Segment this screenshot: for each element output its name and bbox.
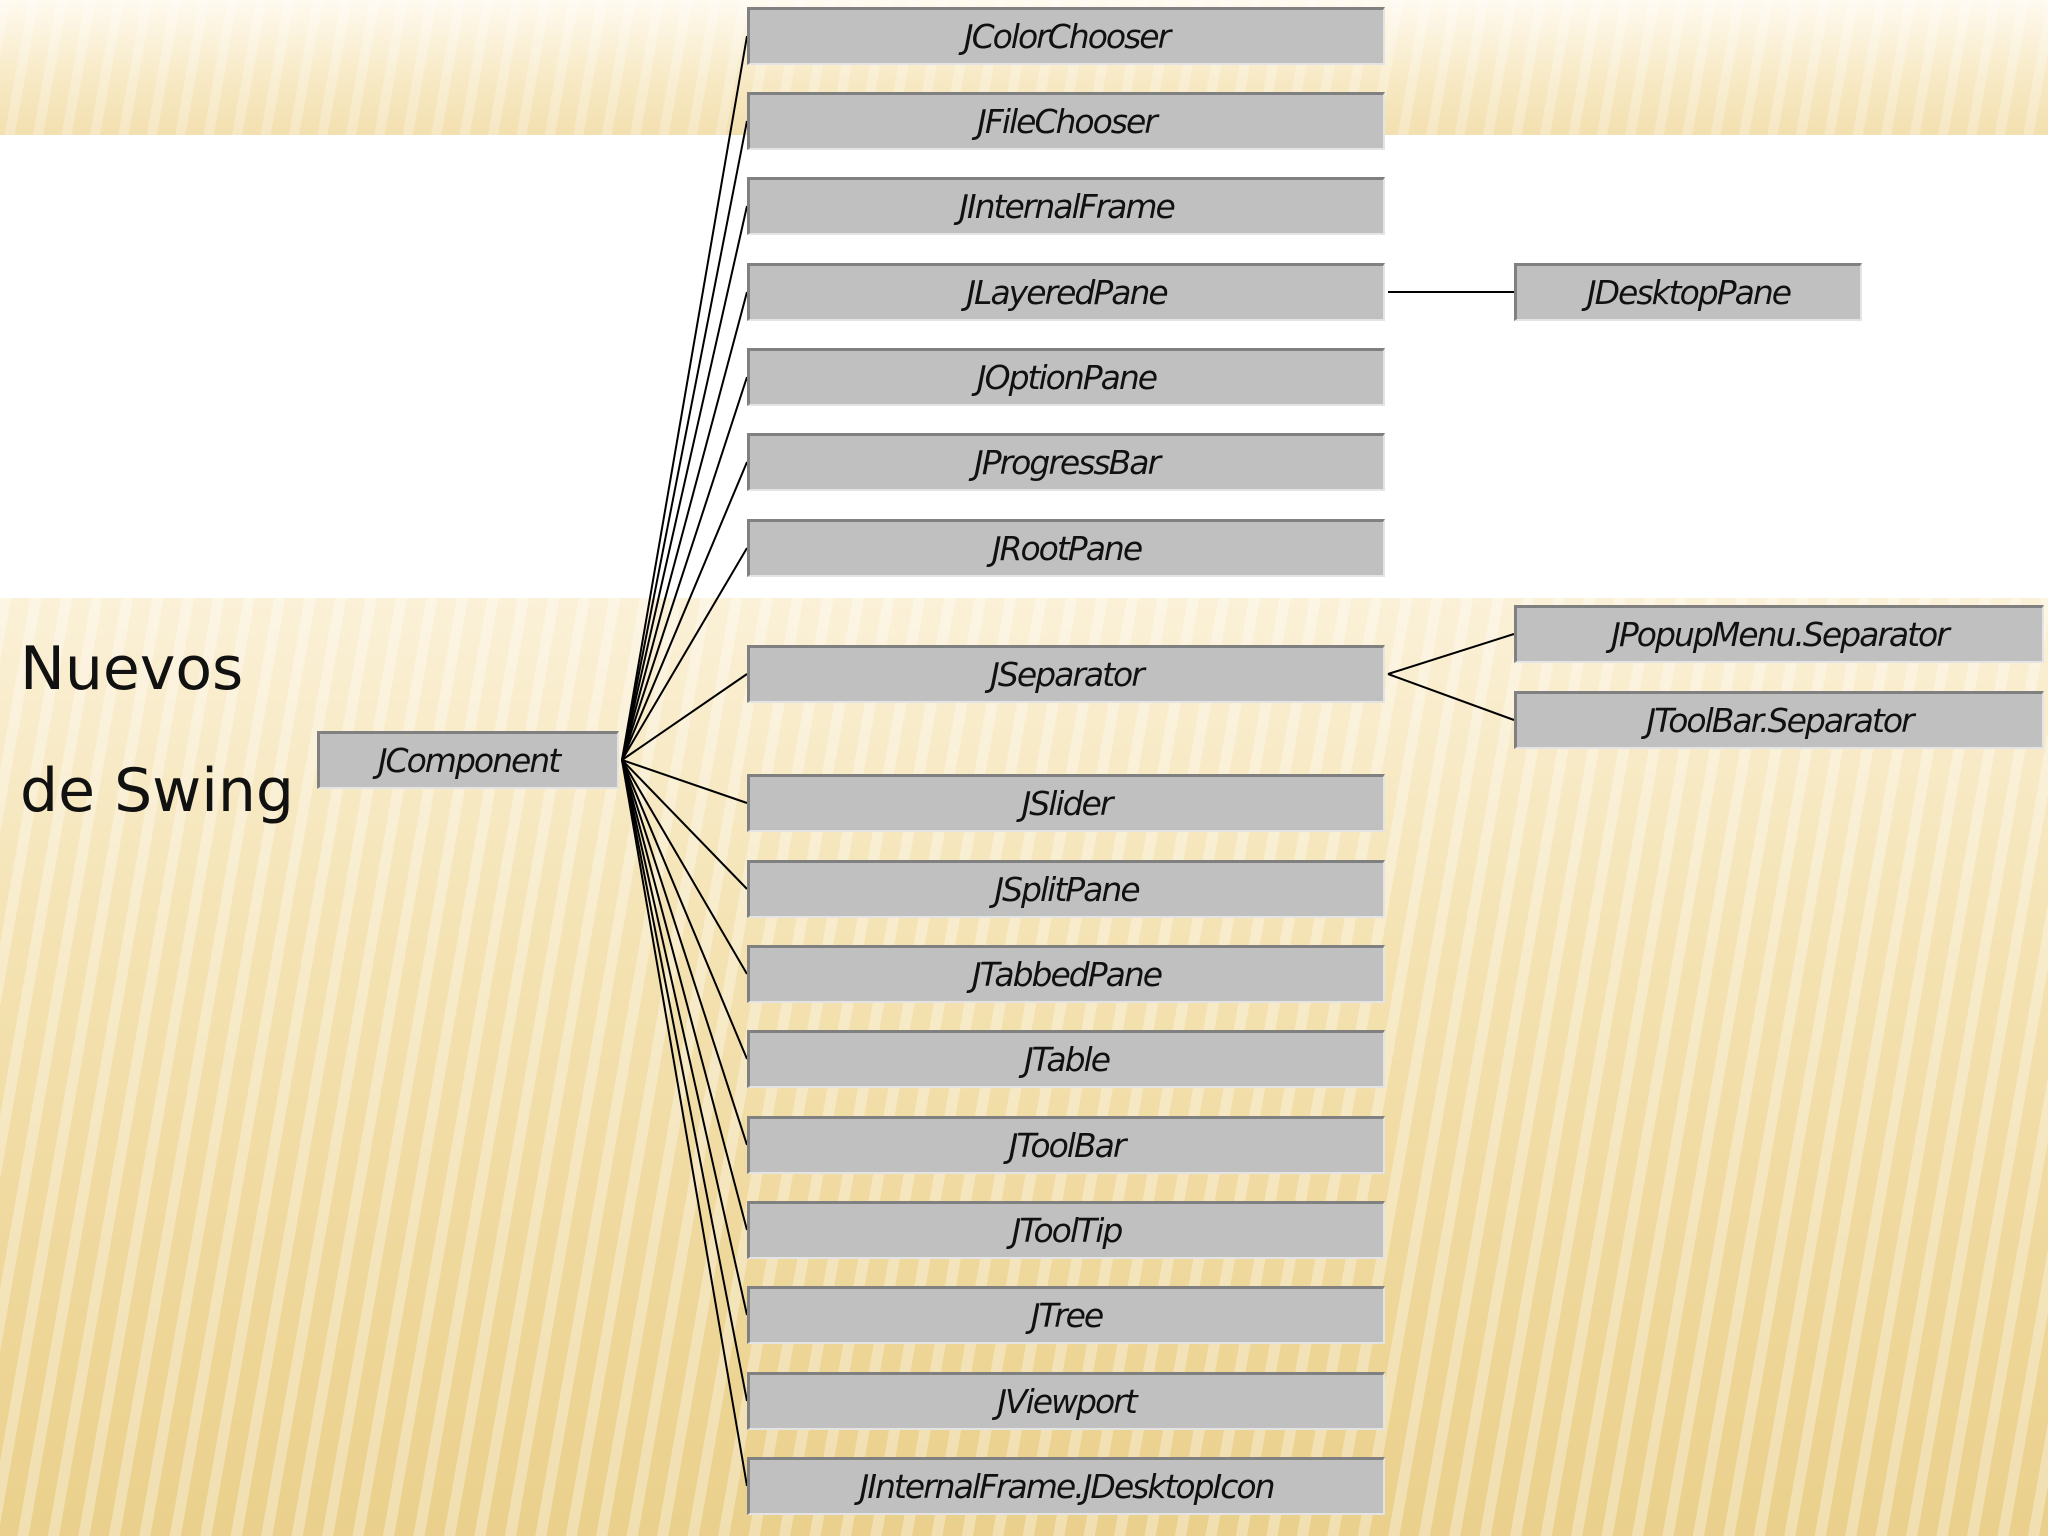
node-jtoolbar: JToolBar [747, 1116, 1385, 1174]
connector-jcomponent-to-child-16 [621, 759, 748, 1402]
connector-jcomponent-to-child-1 [621, 35, 748, 761]
connector-jseparator-to-subclass-2 [1387, 673, 1515, 721]
connector-jcomponent-to-child-8 [621, 673, 748, 761]
connector-jcomponent-to-child-15 [621, 759, 748, 1316]
connector-jcomponent-to-child-2 [621, 120, 748, 761]
node-jtree: JTree [747, 1286, 1385, 1344]
node-jcolorchooser: JColorChooser [747, 7, 1385, 65]
slide-title: Nuevos de Swing [20, 608, 310, 852]
node-jinternalframe-jdesktopicon: JInternalFrame.JDesktopIcon [747, 1457, 1385, 1515]
node-jsplitpane: JSplitPane [747, 860, 1385, 918]
node-jviewport: JViewport [747, 1372, 1385, 1430]
node-jrootpane: JRootPane [747, 519, 1385, 577]
connector-jcomponent-to-child-4 [621, 291, 748, 761]
connector-jcomponent-to-child-12 [621, 759, 748, 1060]
node-jfilechooser: JFileChooser [747, 92, 1385, 150]
slide-title-line-2: de Swing [20, 756, 295, 826]
node-jtooltip: JToolTip [747, 1201, 1385, 1259]
node-jdesktoppane: JDesktopPane [1514, 263, 1862, 321]
connector-jcomponent-to-child-17 [621, 759, 748, 1487]
connector-jcomponent-to-child-5 [621, 376, 748, 761]
connector-jcomponent-to-child-3 [621, 205, 748, 761]
connector-jcomponent-to-child-11 [621, 759, 748, 975]
connector-jcomponent-to-child-7 [621, 547, 748, 761]
node-jslider: JSlider [747, 774, 1385, 832]
slide-title-line-1: Nuevos [20, 634, 244, 704]
node-joptionpane: JOptionPane [747, 348, 1385, 406]
connector-jcomponent-to-child-9 [621, 759, 748, 804]
node-jpopupmenu-separator: JPopupMenu.Separator [1514, 605, 2044, 663]
node-jtabbedpane: JTabbedPane [747, 945, 1385, 1003]
connector-jseparator-to-subclass-1 [1387, 633, 1515, 675]
connector-jcomponent-to-child-10 [621, 759, 748, 890]
node-jprogressbar: JProgressBar [747, 433, 1385, 491]
node-jinternalframe: JInternalFrame [747, 177, 1385, 235]
connector-jcomponent-to-child-14 [621, 759, 748, 1231]
node-jcomponent: JComponent [317, 731, 619, 789]
node-jlayeredpane: JLayeredPane [747, 263, 1385, 321]
connector-jcomponent-to-child-6 [621, 461, 748, 761]
node-jtoolbar-separator: JToolBar.Separator [1514, 691, 2044, 749]
connector-jcomponent-to-child-13 [621, 759, 748, 1146]
node-jtable: JTable [747, 1030, 1385, 1088]
node-jseparator: JSeparator [747, 645, 1385, 703]
